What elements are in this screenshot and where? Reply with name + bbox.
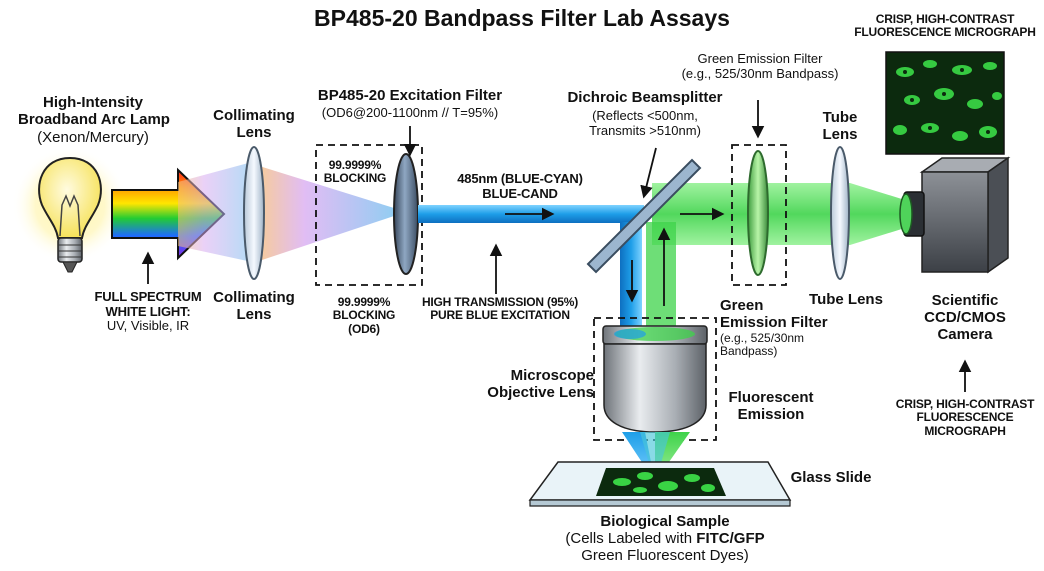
lamp-title-line-2: Broadband Arc Lamp [18,110,170,128]
collimating-bottom-line-1: Collimating [213,289,295,306]
emission-bottom-line-1: Green [720,297,764,314]
excitation-filter-title: BP485-20 Excitation Filter [317,87,503,104]
sample-title: Biological Sample [600,513,730,530]
lamp-title-line-1: High-Intensity [43,94,143,111]
wavelength-line-2: BLUE-CAND [482,185,558,201]
objective-label: Microscope Objective Lens [464,367,594,402]
emission-top-line-1: Green Emission Filter [697,51,823,66]
green-emission-filter [747,150,769,276]
inner-block-line-1: 99.9999% [328,158,382,172]
lamp-title: High-Intensity Broadband Arc Lamp [18,94,170,129]
spectrum-line-1: FULL SPECTRUM [94,289,202,304]
collimating-bottom-line-2: Lens [236,305,272,323]
camera-line-3: Camera [937,325,993,343]
converging-cone [256,165,394,262]
spectrum-line-3: UV, Visible, IR [106,318,190,334]
green-beam-up [646,222,676,332]
tube-top-line-1: Tube [822,109,858,126]
page-title: BP485-20 Bandpass Filter Lab Assays [314,5,730,31]
outer-block-line-1: 99.9999% [337,295,391,309]
fluorescence-micrograph [885,51,1005,155]
tube-top-line-2: Lens [822,125,858,143]
fluorescent-emission-label: Fluorescent Emission [716,389,826,424]
micrograph-top-line-1: CRISP, HIGH-CONTRAST [875,12,1015,26]
sample-line-3: Green Fluorescent Dyes) [581,546,749,564]
arc-lamp [12,147,128,273]
micrograph-label-top: CRISP, HIGH-CONTRAST FLUORESCENCE MICROG… [846,12,1044,40]
inner-blocking-label: 99.9999% BLOCKING [318,158,392,186]
full-spectrum-label: FULL SPECTRUM WHITE LIGHT: UV, Visible, … [80,289,216,334]
transmission-line-2: PURE BLUE EXCITATION [430,308,570,323]
camera-label: Scientific CCD/CMOS Camera [910,292,1020,343]
micrograph-top-line-2: FLUORESCENCE MICROGRAPH [854,25,1036,40]
collimating-lens-label-bottom: Collimating Lens [194,289,314,324]
blue-beam-down [620,222,642,332]
spectrum-line-2: WHITE LIGHT: [105,303,191,319]
collimating-lens-label-top: Collimating Lens [194,107,314,142]
lamp-subtitle: (Xenon/Mercury) [37,129,149,146]
dichroic-beamsplitter [586,158,702,274]
objective-line-2: Objective Lens [487,383,594,401]
micrograph-bottom-line-2: FLUORESCENCE [916,410,1014,425]
annotation-arrows [141,100,972,392]
emission-top-line-2: (e.g., 525/30nm Bandpass) [681,65,839,81]
emission-line-1: Fluorescent [728,389,814,406]
broadband-cone [178,162,252,262]
collimating-lens [243,146,265,280]
objective-line-1: Microscope [510,367,594,384]
micrograph-bottom-line-1: CRISP, HIGH-CONTRAST [895,397,1035,411]
tube-lens [830,146,850,280]
wavelength-label: 485nm (BLUE-CYAN) BLUE-CAND [436,171,604,201]
collimating-top-line-1: Collimating [213,107,295,124]
emission-bottom-line-3: (e.g., 525/30nm [720,330,805,345]
outer-blocking-label: 99.9999% BLOCKING (OD6) [326,295,402,336]
sample-line-2: (Cells Labeled with FITC/GFP [520,529,810,548]
emission-bottom-line-4: Bandpass) [720,344,778,359]
tube-lens-label-top: Tube Lens [806,109,874,144]
camera-line-1: Scientific [931,292,999,309]
transmission-line-1: HIGH TRANSMISSION (95%) [421,295,579,309]
collimating-top-line-2: Lens [236,123,272,141]
dichroic-spec-line-1: (Reflects <500nm, [592,108,698,123]
dichroic-spec-line-2: Transmits >510nm) [589,122,701,138]
biological-sample-label: Biological Sample (Cells Labeled with FI… [520,513,810,564]
tube-lens-label-bottom: Tube Lens [809,291,883,308]
micrograph-label-bottom: CRISP, HIGH-CONTRAST FLUORESCENCE MICROG… [866,397,1044,438]
transmission-label: HIGH TRANSMISSION (95%) PURE BLUE EXCITA… [412,295,588,323]
dichroic-title: Dichroic Beamsplitter [567,89,723,106]
inner-block-line-2: BLOCKING [323,171,387,186]
emission-filter-label-bottom: Green Emission Filter (e.g., 525/30nm Ba… [720,297,850,359]
emission-filter-box [731,144,787,286]
scientific-camera [899,156,1011,274]
emission-bottom-line-2: Emission Filter [720,313,828,331]
excitation-filter-spec: (OD6@200-1100nm // T=95%) [321,105,499,120]
dichroic-spec: (Reflects <500nm, Transmits >510nm) [550,108,740,138]
camera-line-2: CCD/CMOS [924,308,1006,326]
emission-line-2: Emission [737,405,805,423]
outer-block-line-2: BLOCKING [332,308,396,323]
glass-slide [528,461,792,507]
glass-slide-label: Glass Slide [790,469,872,486]
emission-filter-label-top: Green Emission Filter (e.g., 525/30nm Ba… [660,51,860,81]
sample-line-2-prefix: (Cells Labeled with [565,529,697,547]
wavelength-line-1: 485nm (BLUE-CYAN) [457,171,583,186]
outer-block-line-3: (OD6) [348,321,380,336]
microscope-objective [602,325,708,433]
micrograph-bottom-line-3: MICROGRAPH [924,423,1006,438]
sample-dye-name: FITC/GFP [696,529,765,547]
bp485-excitation-filter [393,153,419,275]
excitation-filter-box [315,144,423,286]
